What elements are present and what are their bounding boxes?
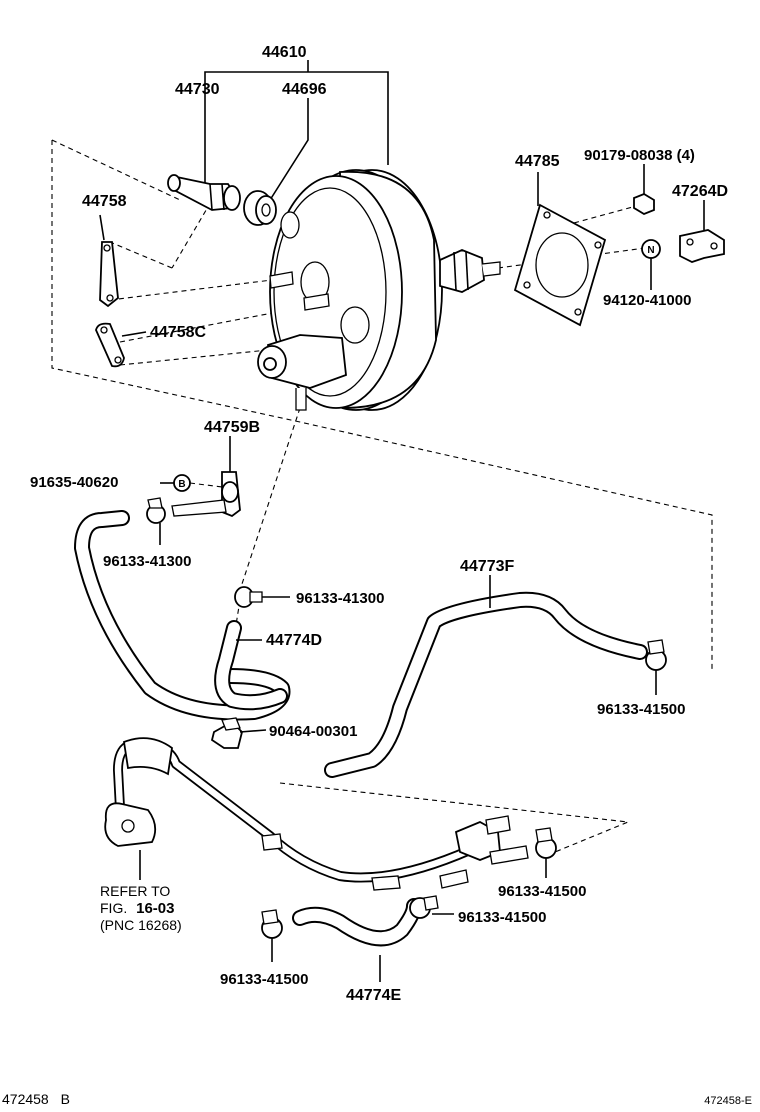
refer-fig-number: 16-03 xyxy=(136,900,174,917)
clip-96133-41500-d xyxy=(261,909,283,962)
n-badge: N xyxy=(647,245,654,256)
refer-note: REFER TO FIG. 16-03 (PNC 16268) xyxy=(100,883,182,933)
label-44773f: 44773F xyxy=(460,558,514,575)
clip-96133-41300-b xyxy=(234,586,290,608)
label-44785: 44785 xyxy=(515,153,560,170)
refer-line-1: REFER TO xyxy=(100,883,170,899)
clip-96133-41500-a xyxy=(645,639,667,695)
label-44696: 44696 xyxy=(282,81,327,98)
label-91635: 91635-40620 xyxy=(30,474,118,491)
label-44774d: 44774D xyxy=(266,632,322,649)
nut-94120: N xyxy=(641,239,661,290)
label-96133-41500-b: 96133-41500 xyxy=(498,883,586,900)
union-44759b xyxy=(171,436,241,518)
brake-booster xyxy=(257,169,501,411)
label-44758c: 44758C xyxy=(150,324,206,341)
label-96133-41300-a: 96133-41300 xyxy=(103,553,191,570)
label-96133-41500-c: 96133-41500 xyxy=(458,909,546,926)
refer-fig-prefix: FIG. xyxy=(100,900,127,916)
footer-left-suffix: B xyxy=(61,1091,70,1107)
label-94120: 94120-41000 xyxy=(603,292,691,309)
label-44610: 44610 xyxy=(262,44,307,61)
hose-44774d xyxy=(214,620,288,711)
label-44758: 44758 xyxy=(82,193,127,210)
clip-96133-41500-c xyxy=(409,895,454,919)
clamp-90464-00301 xyxy=(210,717,267,749)
b-badge: B xyxy=(178,479,185,490)
bracket-47264d xyxy=(679,200,725,263)
gasket xyxy=(513,203,607,327)
svg-text:472458 B: 472458 B xyxy=(2,1091,70,1107)
label-44774e: 44774E xyxy=(346,987,401,1004)
footer-right-code: 472458-E xyxy=(704,1095,752,1107)
assembly-bracket xyxy=(204,60,389,205)
vacuum-pipe xyxy=(104,737,529,891)
label-96133-41500-a: 96133-41500 xyxy=(597,701,685,718)
stay-44758c xyxy=(95,322,125,368)
check-valve xyxy=(167,174,241,211)
clip-96133-41300-a xyxy=(146,497,166,545)
refer-pnc: (PNC 16268) xyxy=(100,917,182,933)
label-90179: 90179-08038 (4) xyxy=(584,147,695,164)
hose-44774e xyxy=(292,898,422,947)
hose-44773f xyxy=(324,591,648,778)
label-44759b: 44759B xyxy=(204,419,260,436)
label-44730: 44730 xyxy=(175,81,220,98)
leaders xyxy=(99,172,539,982)
footer: 472458 B 472458-E xyxy=(2,1091,752,1107)
stay-44758 xyxy=(99,241,119,308)
label-90464: 90464-00301 xyxy=(269,723,357,740)
label-96133-41300-b: 96133-41300 xyxy=(296,590,384,607)
hose-left-long xyxy=(74,510,291,721)
part-labels: 44610 44730 44696 44785 90179-08038 (4) … xyxy=(30,44,728,1004)
grommet xyxy=(243,190,277,226)
label-96133-41500-d: 96133-41500 xyxy=(220,971,308,988)
nut-90179 xyxy=(633,164,655,216)
bolt-91635: B xyxy=(160,474,191,492)
svg-text:FIG. 16-03: FIG. 16-03 xyxy=(100,900,175,917)
clip-96133-41500-b xyxy=(535,827,557,878)
label-47264d: 47264D xyxy=(672,183,728,200)
footer-left-code: 472458 xyxy=(2,1091,49,1107)
